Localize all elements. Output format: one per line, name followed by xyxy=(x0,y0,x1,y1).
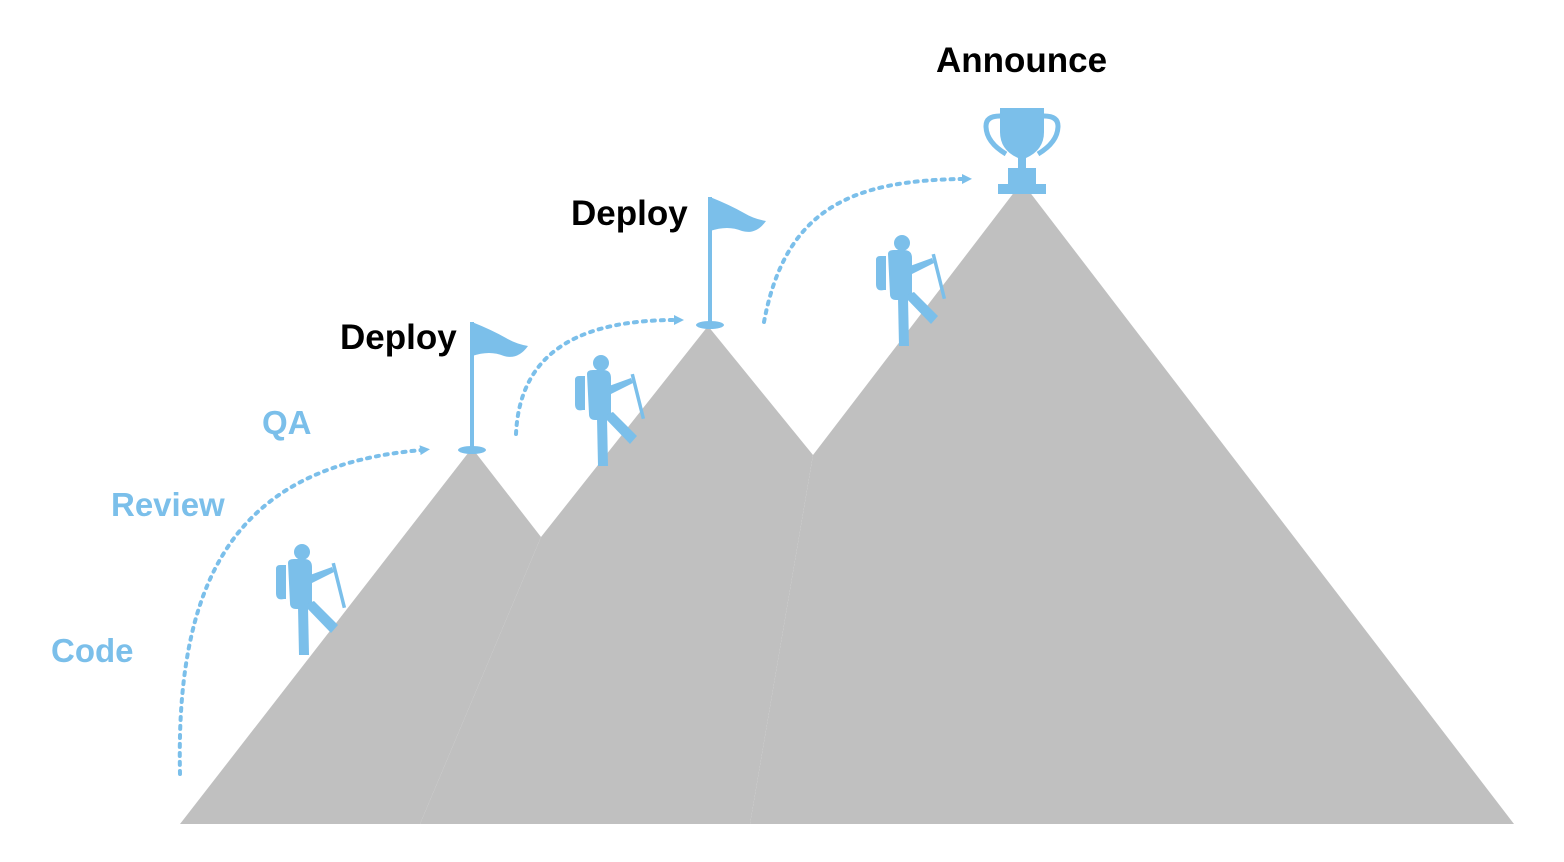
dotted-arrow xyxy=(762,174,972,324)
milestone-label-deploy-1: Deploy xyxy=(340,318,457,357)
mountain-large xyxy=(750,182,1514,824)
milestone-label-announce: Announce xyxy=(936,41,1108,80)
dotted-arrow xyxy=(177,445,430,776)
dotted-arrow xyxy=(514,315,684,436)
step-label-qa: QA xyxy=(262,404,312,441)
mountain-small xyxy=(180,448,541,824)
step-label-code: Code xyxy=(51,632,134,669)
flag-icon xyxy=(696,197,766,329)
milestone-label-deploy-2: Deploy xyxy=(571,194,688,233)
mountain-medium xyxy=(420,326,813,824)
trophy-icon xyxy=(983,108,1061,194)
step-label-review: Review xyxy=(111,486,225,523)
